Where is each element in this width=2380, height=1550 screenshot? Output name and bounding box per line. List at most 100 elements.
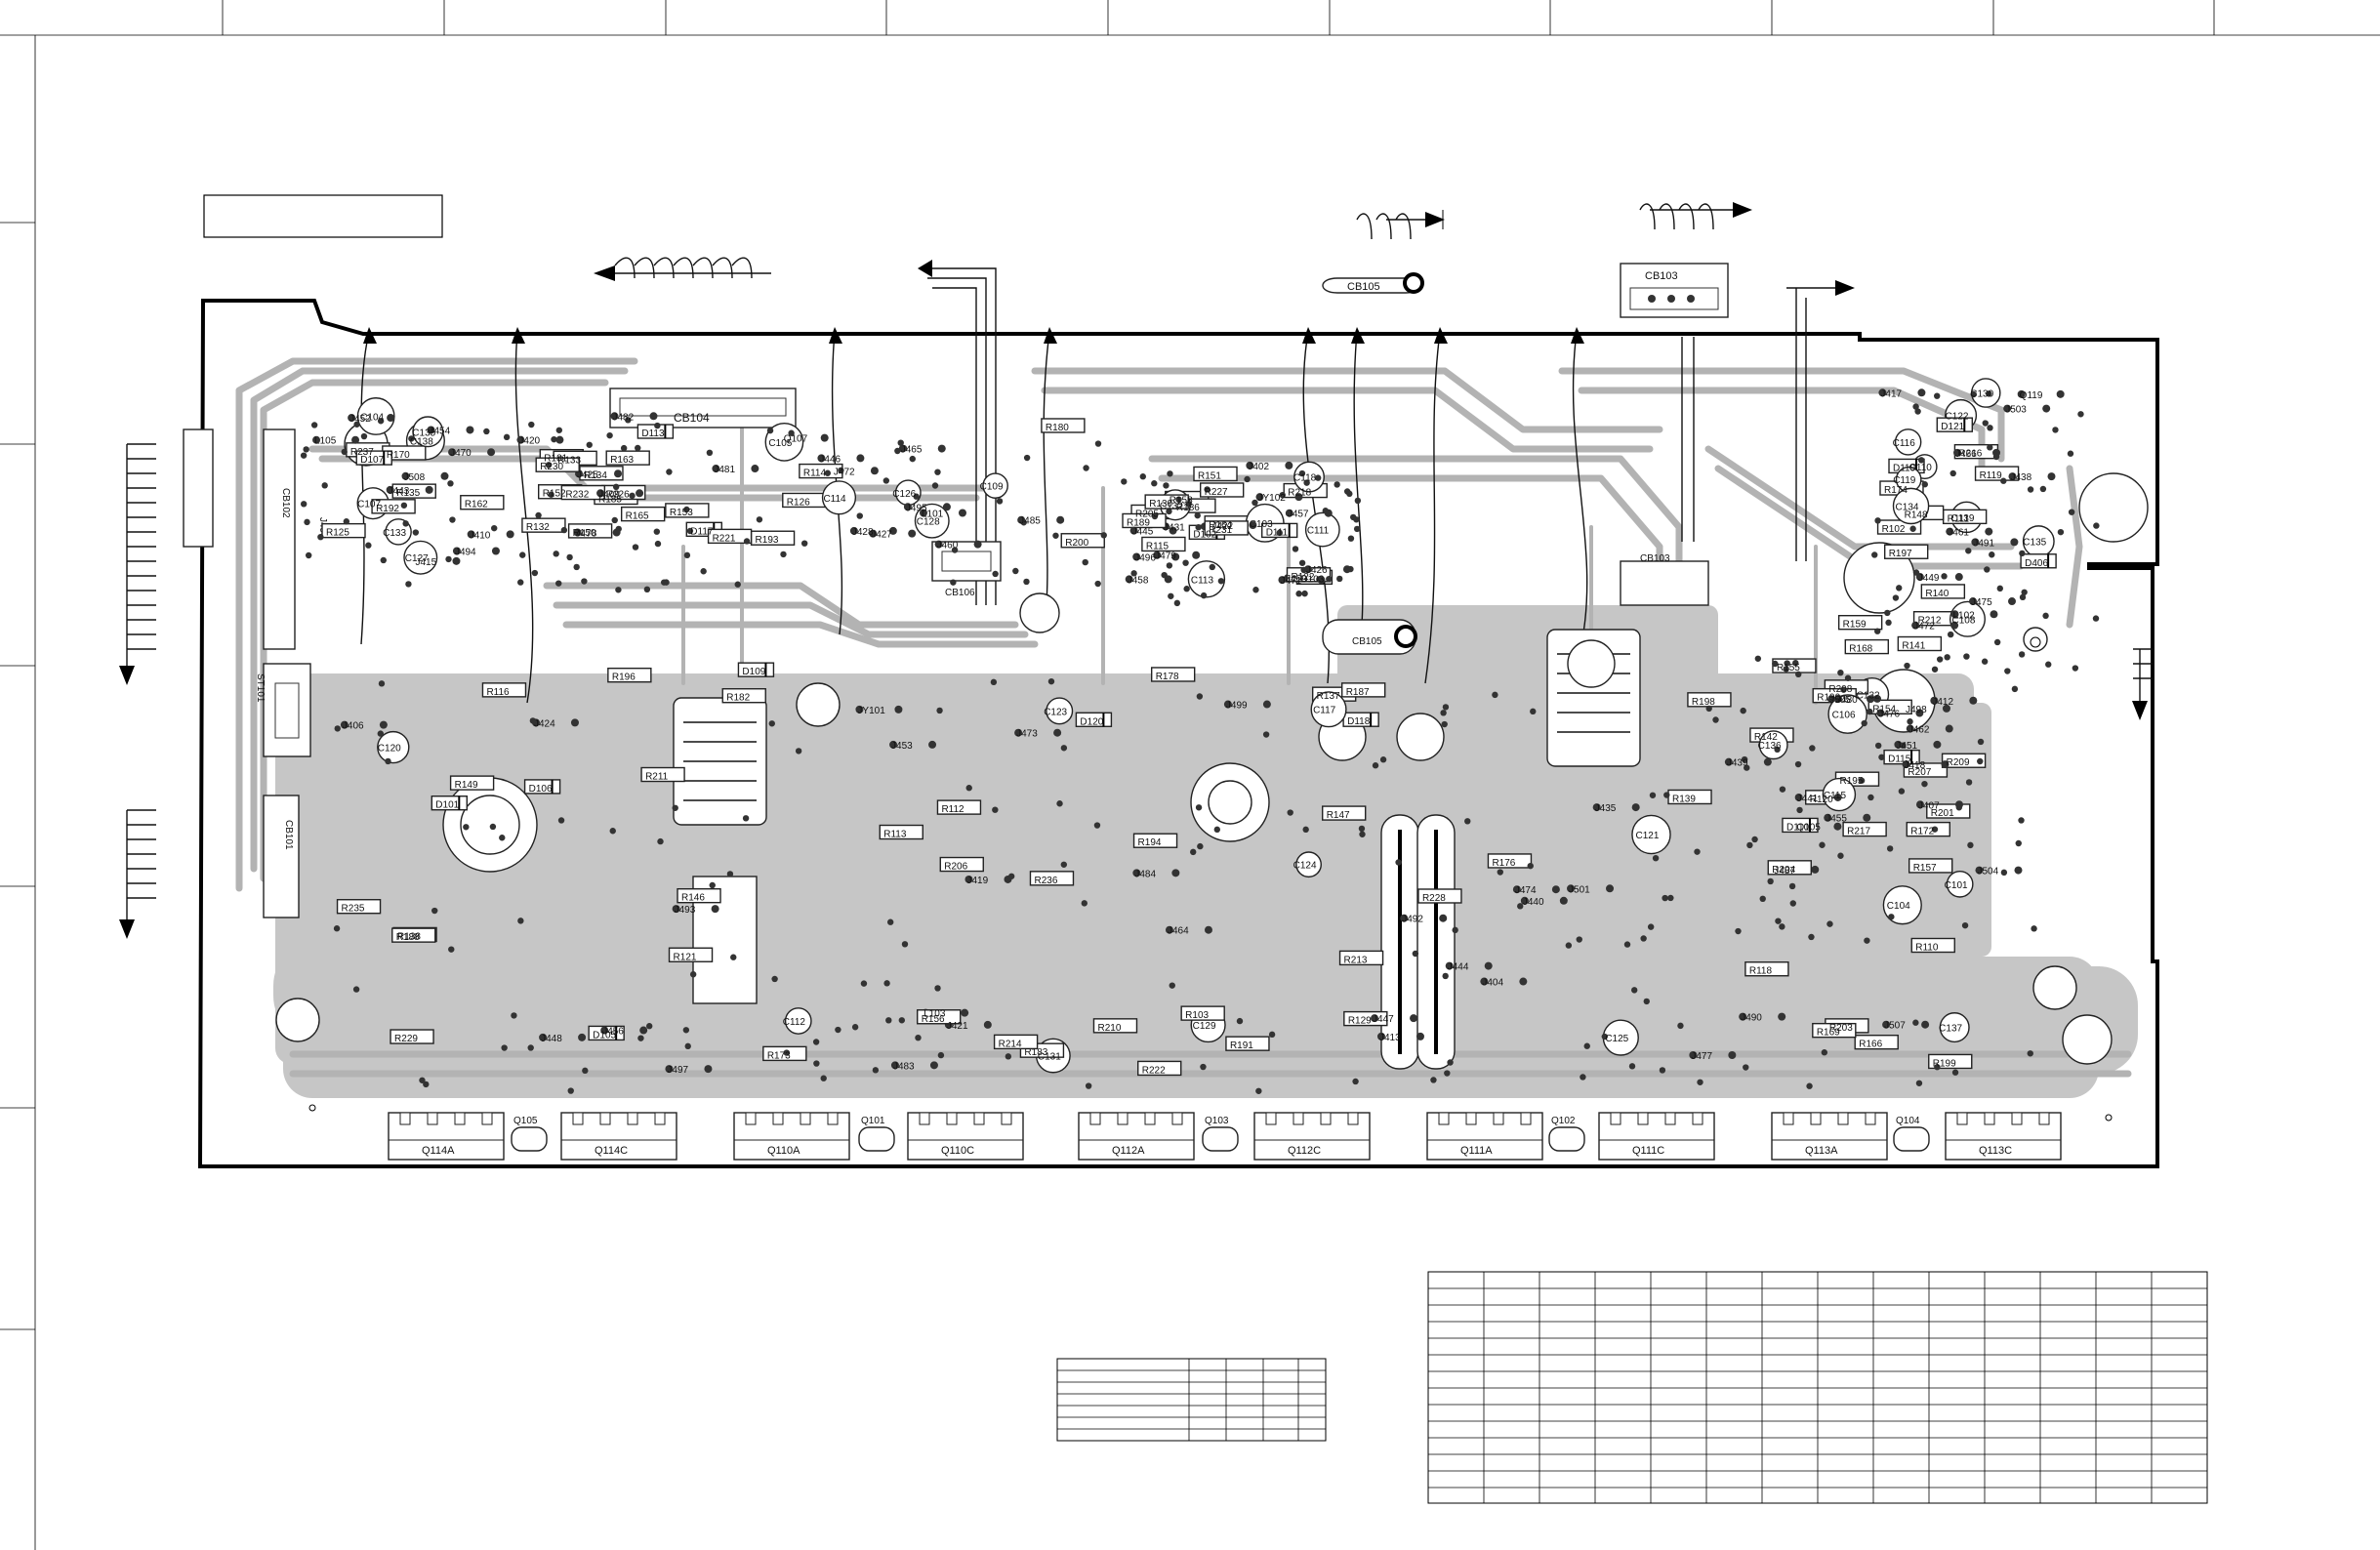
transistor-label: Q114C xyxy=(595,1145,628,1157)
via-pad xyxy=(1874,628,1881,634)
via-pad xyxy=(672,804,678,811)
via-pad xyxy=(1252,499,1258,507)
via-pad xyxy=(1941,573,1948,580)
component-label: J435 xyxy=(1595,803,1617,814)
via-pad xyxy=(1963,653,1970,660)
jumper-pad xyxy=(1902,760,1910,769)
resistor-body xyxy=(1908,858,1953,874)
via-pad xyxy=(491,524,498,532)
jumper-pad xyxy=(1255,493,1264,502)
jumper-pad xyxy=(919,509,927,517)
via-pad xyxy=(1809,745,1816,752)
component-label: J493 xyxy=(675,905,696,916)
via-pad xyxy=(1961,921,1969,929)
capacitor-body xyxy=(1304,511,1340,548)
component-label: R114 xyxy=(803,469,827,479)
component-label: R191 xyxy=(1230,1040,1253,1051)
jumper-pad xyxy=(596,489,605,498)
mounting-holes xyxy=(308,636,2113,1122)
component-label: J454 xyxy=(429,426,450,436)
component-label: J428 xyxy=(852,527,874,538)
jumper-pad xyxy=(1484,961,1493,970)
component-label: R147 xyxy=(1327,810,1350,821)
component-label: C101 xyxy=(1945,880,1968,891)
via-pad xyxy=(653,528,661,535)
via-pad xyxy=(1931,666,1939,673)
resistor-body xyxy=(939,856,984,873)
via-pad xyxy=(872,1067,880,1074)
via-pad xyxy=(756,516,763,523)
via-pad xyxy=(447,480,454,487)
jumper-pad xyxy=(386,485,394,494)
resistor-body xyxy=(1199,482,1245,498)
resistor-body xyxy=(521,517,566,533)
via-pad xyxy=(1527,862,1534,870)
via-pad xyxy=(1892,594,1900,601)
resistor-body xyxy=(460,495,505,510)
jumper-pad xyxy=(1204,925,1212,934)
component-label: C138 xyxy=(410,436,433,447)
small-transistor-label: Q101 xyxy=(861,1116,885,1126)
component-label: R138 xyxy=(397,931,421,942)
via-pad xyxy=(2031,925,2037,932)
component-label: R141 xyxy=(1902,641,1925,652)
jumper-pad xyxy=(1985,527,1993,536)
resistor-body xyxy=(1060,533,1105,549)
component-label: C136 xyxy=(1758,741,1782,752)
capacitor-body xyxy=(1293,461,1325,493)
via-pad xyxy=(1631,987,1638,994)
via-pad xyxy=(377,418,385,425)
via-pad xyxy=(812,1039,820,1045)
jumper-pad xyxy=(894,705,903,714)
connector-cb103b-label: CB103 xyxy=(1640,553,1670,564)
via-pad xyxy=(992,806,999,813)
resistor-body xyxy=(640,766,685,783)
via-pad xyxy=(1987,444,1993,451)
jumper-pad xyxy=(855,705,864,714)
via-pad xyxy=(581,578,588,585)
component-label: J507 xyxy=(1884,1021,1906,1032)
via-pad xyxy=(1303,479,1310,486)
via-pad xyxy=(377,730,385,737)
via-pad xyxy=(2000,869,2008,877)
via-pad xyxy=(1302,826,1309,834)
via-pad xyxy=(990,678,998,686)
component-label: R210 xyxy=(1097,1023,1121,1034)
via-pad xyxy=(606,431,613,439)
component-label: J496 xyxy=(1134,552,1156,563)
via-pad xyxy=(1992,453,2000,461)
via-pad xyxy=(400,502,408,509)
component-label: D118 xyxy=(1347,716,1371,727)
via-pad xyxy=(615,525,622,533)
component-label: J446 xyxy=(819,454,841,465)
via-pad xyxy=(1912,403,1919,410)
resistor-body xyxy=(1141,536,1186,552)
via-pad xyxy=(1464,818,1471,825)
via-pad xyxy=(1346,490,1353,498)
component-label: R166 xyxy=(1859,1040,1882,1050)
component-label: R163 xyxy=(610,455,634,466)
component-label: R236 xyxy=(1034,876,1057,886)
jumper-pad xyxy=(427,426,435,434)
via-pad xyxy=(1173,599,1181,607)
component-label: J412 xyxy=(1932,697,1953,708)
component-label: R173 xyxy=(767,1050,791,1061)
component-label: D105 xyxy=(593,1030,616,1040)
resistor-body xyxy=(620,506,666,522)
via-pad xyxy=(768,720,775,727)
via-pad xyxy=(1948,631,1954,638)
via-pad xyxy=(1517,903,1524,910)
component-label: C111 xyxy=(1307,526,1330,537)
component-label: J497 xyxy=(667,1065,688,1076)
jumper-pad xyxy=(401,471,410,480)
jumper-pad xyxy=(1950,621,1959,630)
component-label: R118 xyxy=(1749,966,1773,977)
jumper-pad xyxy=(452,556,461,565)
via-pad xyxy=(1912,1019,1919,1026)
jumper-pad xyxy=(908,529,917,538)
via-pad xyxy=(1161,571,1168,579)
component-label: R156 xyxy=(922,1014,945,1025)
via-pad xyxy=(535,511,542,519)
resistor-body xyxy=(1941,753,1987,768)
via-pad xyxy=(1412,950,1419,958)
